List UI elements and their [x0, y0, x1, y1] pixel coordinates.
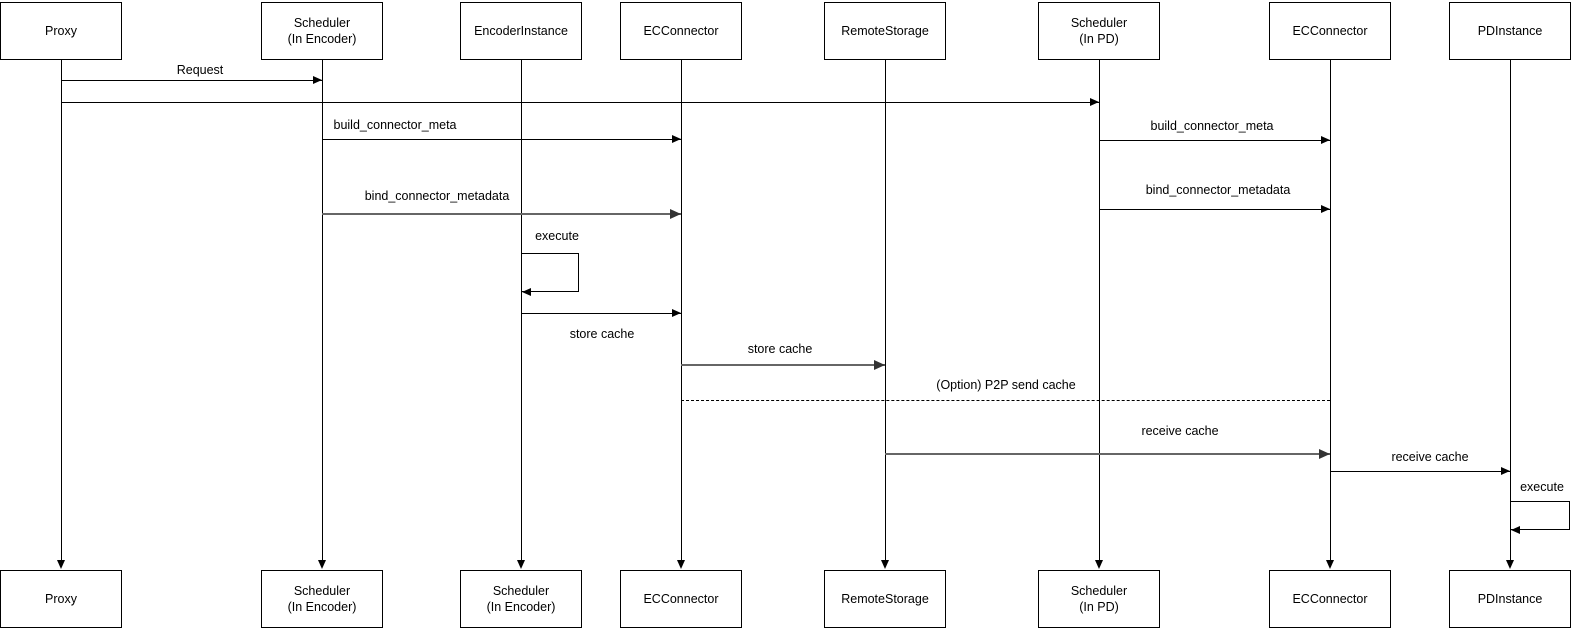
message-line-5	[1099, 209, 1330, 210]
message-line-6	[521, 313, 681, 314]
actor-top-box-scheduler-pd: Scheduler (In PD)	[1038, 2, 1160, 60]
actor-bottom-box-ec-connector-2: ECConnector	[1269, 570, 1391, 628]
arrowhead-left-icon	[1511, 526, 1520, 534]
actor-bottom-box-encoder-instance: Scheduler (In Encoder)	[460, 570, 582, 628]
arrowhead-down-icon	[1506, 560, 1514, 569]
actor-bottom-box-pd-instance: PDInstance	[1449, 570, 1571, 628]
actor-top-box-pd-instance: PDInstance	[1449, 2, 1571, 60]
self-message-label-1: execute	[1520, 480, 1564, 494]
actor-top-box-ec-connector-2: ECConnector	[1269, 2, 1391, 60]
message-line-10	[1330, 471, 1510, 472]
message-line-4	[322, 213, 681, 215]
actor-top-box-proxy: Proxy	[0, 2, 122, 60]
message-line-9	[885, 453, 1330, 455]
message-line-8	[681, 400, 1330, 401]
arrowhead-down-icon	[677, 560, 685, 569]
actor-bottom-box-proxy: Proxy	[0, 570, 122, 628]
arrowhead-down-icon	[517, 560, 525, 569]
arrowhead-right-icon	[874, 360, 885, 370]
message-label-6: store cache	[569, 327, 635, 341]
actor-bottom-box-scheduler-encoder: Scheduler (In Encoder)	[261, 570, 383, 628]
arrowhead-down-icon	[1326, 560, 1334, 569]
self-message-loop-0	[521, 253, 579, 292]
lifeline-encoder-instance	[521, 60, 522, 560]
actor-top-box-encoder-instance: EncoderInstance	[460, 2, 582, 60]
lifeline-scheduler-encoder	[322, 60, 323, 560]
lifeline-ec-connector-2	[1330, 60, 1331, 560]
arrowhead-right-icon	[1321, 205, 1330, 213]
message-label-8: (Option) P2P send cache	[936, 378, 1076, 392]
arrowhead-right-icon	[1090, 98, 1099, 106]
actor-top-box-ec-connector-1: ECConnector	[620, 2, 742, 60]
lifeline-ec-connector-1	[681, 60, 682, 560]
actor-bottom-box-scheduler-pd: Scheduler (In PD)	[1038, 570, 1160, 628]
arrowhead-down-icon	[881, 560, 889, 569]
actor-top-box-scheduler-encoder: Scheduler (In Encoder)	[261, 2, 383, 60]
message-label-7: store cache	[747, 342, 813, 356]
message-label-0: Request	[176, 63, 224, 77]
lifeline-proxy	[61, 60, 62, 560]
message-line-2	[322, 139, 681, 140]
arrowhead-down-icon	[318, 560, 326, 569]
message-label-4: bind_connector_metadata	[364, 189, 510, 203]
lifeline-remote-storage	[885, 60, 886, 560]
actor-bottom-box-ec-connector-1: ECConnector	[620, 570, 742, 628]
message-label-10: receive cache	[1391, 450, 1469, 464]
actor-bottom-box-remote-storage: RemoteStorage	[824, 570, 946, 628]
message-label-3: build_connector_meta	[1150, 119, 1274, 133]
arrowhead-right-icon	[1501, 467, 1510, 475]
lifeline-pd-instance	[1510, 60, 1511, 560]
message-line-1	[61, 102, 1099, 103]
self-message-loop-1	[1510, 501, 1570, 530]
arrowhead-right-icon	[672, 135, 681, 143]
arrowhead-right-icon	[313, 76, 322, 84]
arrowhead-right-icon	[1321, 136, 1330, 144]
arrowhead-right-icon	[672, 309, 681, 317]
arrowhead-down-icon	[1095, 560, 1103, 569]
message-label-5: bind_connector_metadata	[1145, 183, 1291, 197]
message-line-7	[681, 364, 885, 366]
arrowhead-left-icon	[522, 288, 531, 296]
message-label-9: receive cache	[1141, 424, 1219, 438]
message-line-0	[61, 80, 322, 81]
arrowhead-right-icon	[670, 209, 681, 219]
actor-top-box-remote-storage: RemoteStorage	[824, 2, 946, 60]
arrowhead-right-icon	[1319, 449, 1330, 459]
self-message-label-0: execute	[535, 229, 579, 243]
message-label-2: build_connector_meta	[333, 118, 457, 132]
lifeline-scheduler-pd	[1099, 60, 1100, 560]
message-line-3	[1099, 140, 1330, 141]
arrowhead-down-icon	[57, 560, 65, 569]
